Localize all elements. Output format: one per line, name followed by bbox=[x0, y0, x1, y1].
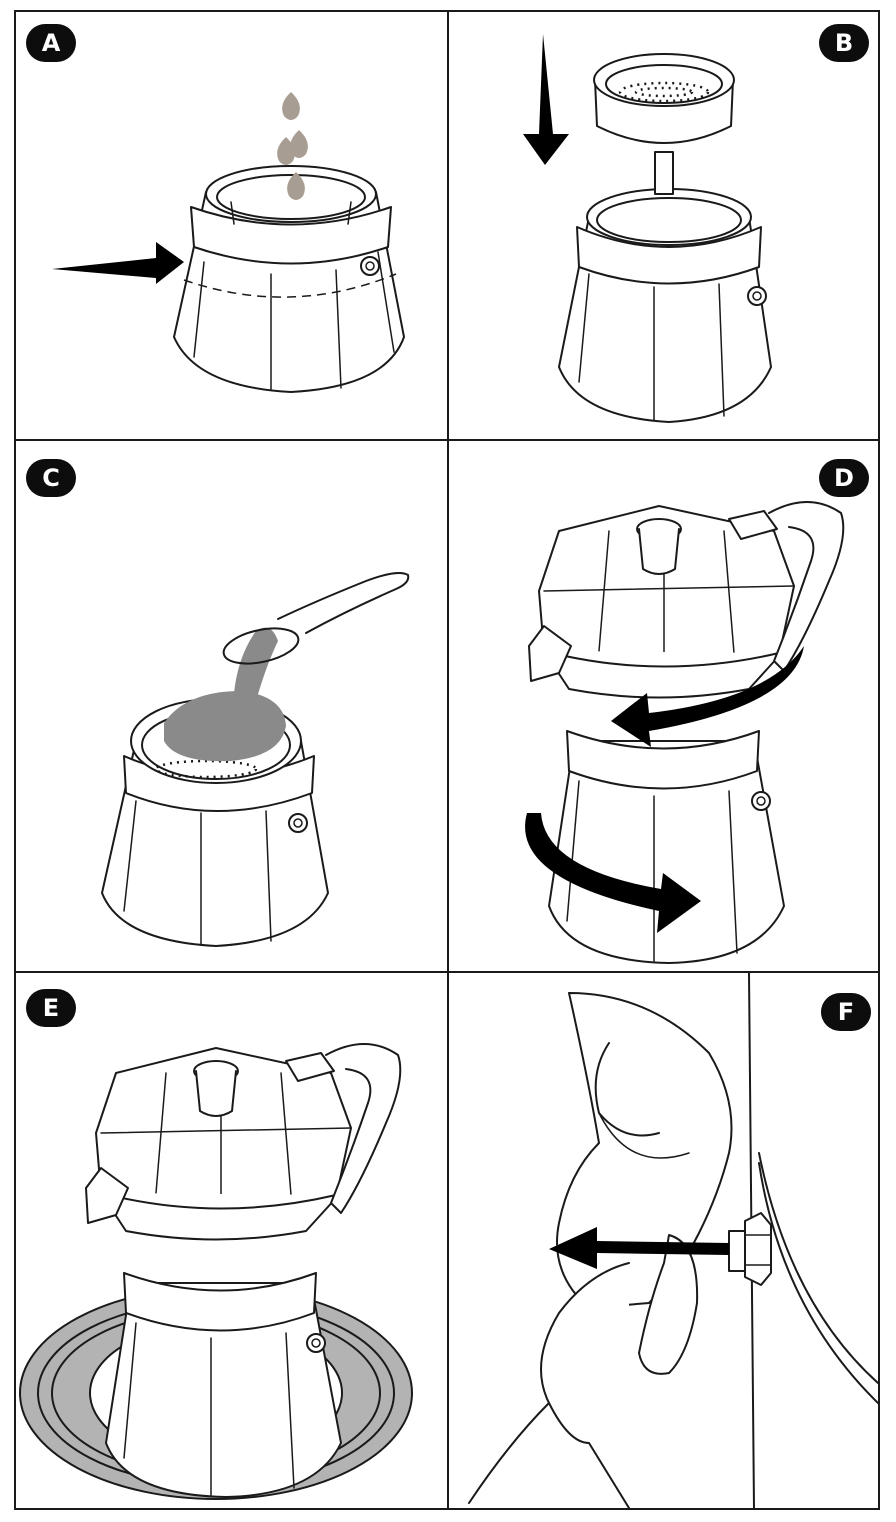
step-badge: A bbox=[26, 24, 76, 62]
step-badge: F bbox=[821, 993, 871, 1031]
hand bbox=[468, 992, 733, 1508]
step-b-panel: B bbox=[449, 12, 878, 439]
step-e-panel: E bbox=[16, 973, 447, 1508]
instruction-sheet: A B bbox=[14, 10, 880, 1510]
ground-coffee bbox=[164, 627, 286, 762]
step-badge: E bbox=[26, 989, 76, 1027]
arrow-down-icon bbox=[523, 34, 569, 165]
safety-valve bbox=[728, 1212, 772, 1286]
upper-chamber bbox=[528, 501, 845, 699]
step-a-panel: A bbox=[16, 12, 447, 439]
screw-together-illustration bbox=[525, 501, 845, 964]
water-drops bbox=[277, 92, 308, 200]
filter-funnel bbox=[593, 53, 735, 195]
step-badge: B bbox=[819, 24, 869, 62]
arrow-right-icon bbox=[52, 242, 184, 284]
insert-funnel-illustration bbox=[523, 34, 772, 423]
step-badge: C bbox=[26, 459, 76, 497]
panel-divider-vertical bbox=[447, 12, 449, 1508]
boiler bbox=[548, 730, 785, 964]
boiler bbox=[558, 188, 772, 423]
step-badge: D bbox=[819, 459, 869, 497]
fill-coffee-illustration bbox=[101, 572, 410, 947]
pull-arrow-icon bbox=[549, 1227, 729, 1269]
check-safety-valve-illustration bbox=[468, 973, 878, 1508]
counterclockwise-arrow-icon bbox=[611, 646, 804, 747]
panel-divider-row-1 bbox=[16, 439, 878, 441]
safety-valve bbox=[360, 256, 380, 276]
fill-water-illustration bbox=[52, 92, 405, 393]
clockwise-arrow-icon bbox=[525, 813, 701, 933]
panel-divider-row-2 bbox=[16, 971, 878, 973]
step-d-panel: D bbox=[449, 441, 878, 971]
boiler bbox=[173, 165, 405, 393]
upper-chamber bbox=[85, 1043, 402, 1241]
step-c-panel: C bbox=[16, 441, 447, 971]
heat-on-stove-illustration bbox=[19, 1043, 413, 1500]
boiler bbox=[105, 1272, 342, 1498]
step-f-panel: F bbox=[449, 973, 878, 1508]
spoon bbox=[222, 572, 410, 665]
